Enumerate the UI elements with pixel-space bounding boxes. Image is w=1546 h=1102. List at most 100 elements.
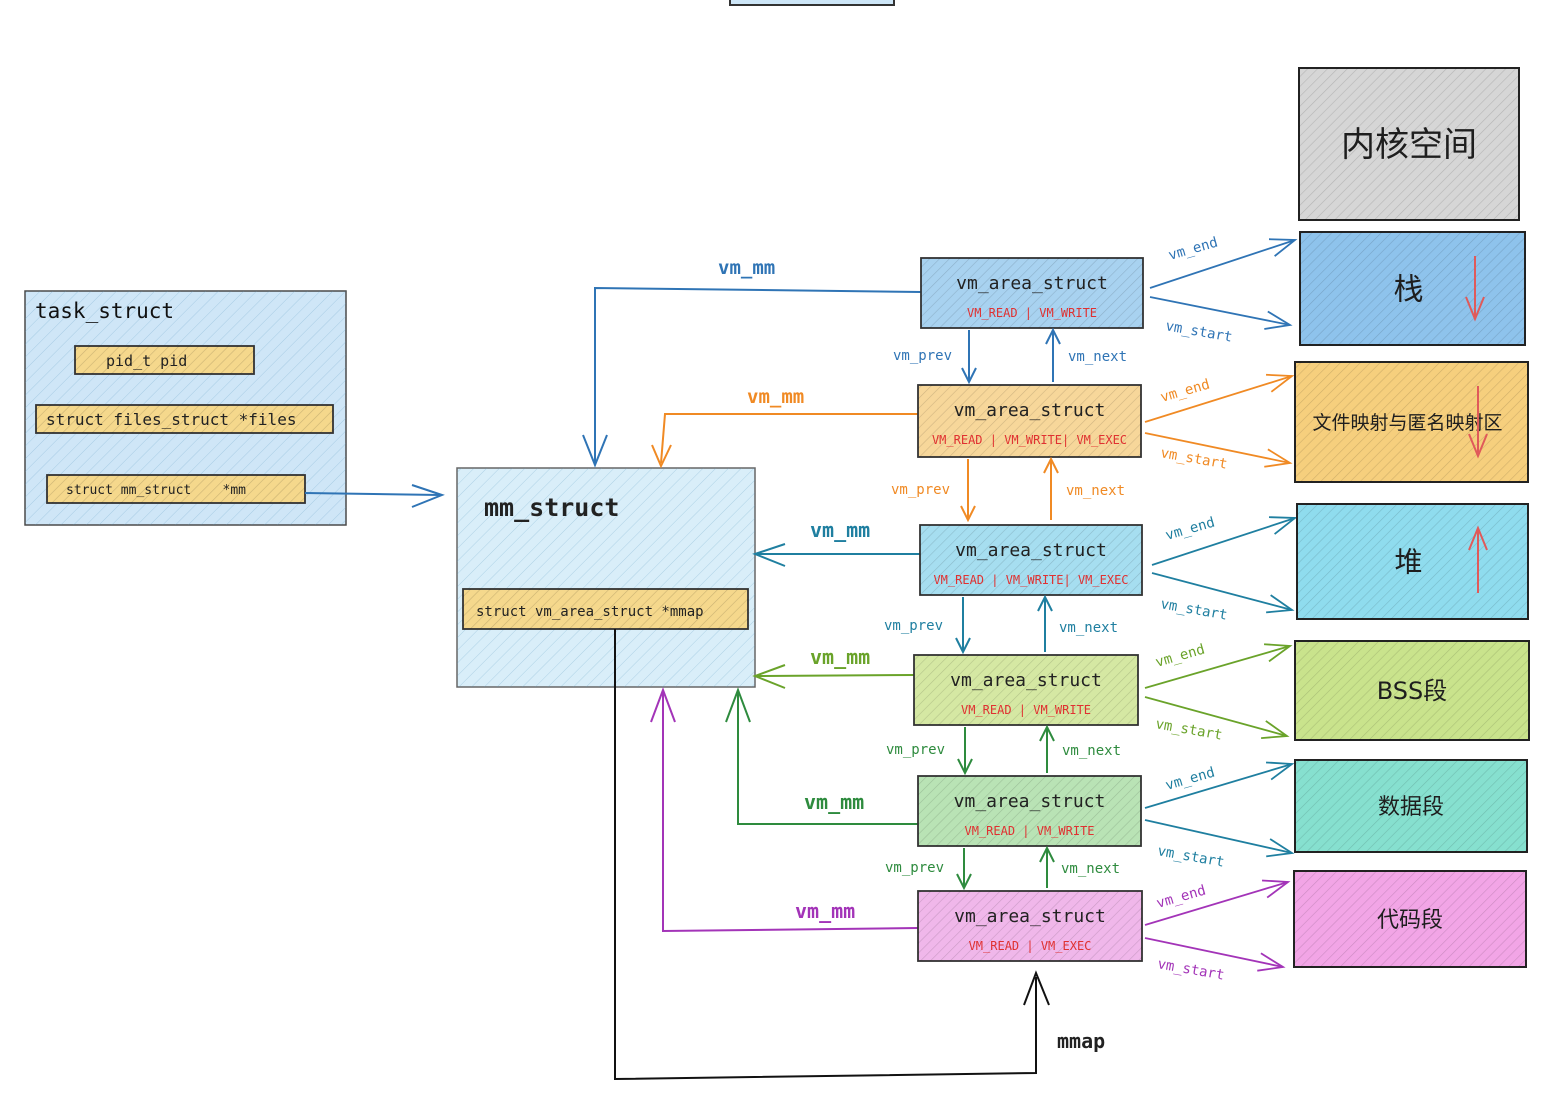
segment-label: 文件映射与匿名映射区 [1312,412,1502,434]
vm-prev-label: vm_prev [885,860,944,876]
vma-flags: VM_READ | VM_WRITE [967,306,1097,320]
task-field-mm: struct mm_struct *mm [66,483,246,498]
segment-label: 数据段 [1378,795,1444,820]
vm-start-arrow-arrowhead [1257,952,1286,972]
mm-struct-title: mm_struct [484,493,619,522]
vm-next-arrowhead [1045,327,1061,345]
vm-start-arrow-line [1144,432,1291,464]
vm-prev-arrowhead [955,637,971,655]
segment-block: 内核空间 [1298,67,1520,221]
segment-block: 堆 [1296,503,1529,620]
vm-mm-arrow: vm_mm [651,386,918,469]
segment-block: 栈 [1299,231,1526,346]
vm-mm-label: vm_mm [810,518,870,542]
vm-mm-line [660,413,918,464]
vm-start-arrow-line [1151,572,1293,611]
vm-start-arrow-line [1149,296,1291,326]
vma-title: vm_area_struct [956,273,1108,294]
vm-start-arrow-arrowhead [1264,448,1293,468]
vm-end-arrow-arrowhead [1263,643,1293,663]
vm-mm-line [756,674,915,677]
vm-mm-arrow: vm_mm [725,687,918,825]
mm-field-mmap: struct vm_area_struct *mmap [476,604,704,620]
vm-mm-arrow: vm_mm [582,257,922,468]
segment-hatch [1295,641,1529,740]
mmap-arrow [614,629,1050,1081]
vm-mm-line [662,692,919,933]
segment-block: 数据段 [1294,759,1528,853]
segment-label: 代码段 [1377,908,1443,933]
vm-mm-arrowhead [650,687,676,723]
vm-end-arrow-line [1149,239,1296,289]
vm-prev-label: vm_prev [893,348,952,364]
vm-end-arrow-line [1144,645,1291,689]
vm-prev-label: vm_prev [891,482,950,498]
vm-next-label: vm_next [1062,743,1121,759]
vm-start-arrow-arrowhead [1264,310,1293,330]
partial-box-top [729,0,895,6]
vm-prev-arrowhead [961,367,977,385]
vm-prev-arrowhead [957,758,973,776]
segment-block: 文件映射与匿名映射区 [1294,361,1529,483]
vma-title: vm_area_struct [955,540,1107,561]
vma-box-hatch [921,258,1143,328]
vma-flags: VM_READ | VM_WRITE [964,824,1094,838]
vm-start-label: vm_start [1164,318,1233,345]
vm-next-label: vm_next [1061,861,1120,877]
vm-end-arrow-arrowhead [1265,373,1295,393]
segment-hatch [1297,504,1528,619]
vma-box-hatch [920,525,1142,595]
vm-prev-label: vm_prev [884,618,943,634]
vm-mm-label: vm_mm [795,899,855,923]
vm-mm-arrowhead [651,444,672,469]
mmap-label: mmap [1057,1029,1105,1053]
vm-start-arrow-arrowhead [1266,838,1295,858]
vm-mm-label: vm_mm [810,645,870,669]
segment-label: 内核空间 [1341,125,1477,165]
vm-mm-line [737,692,918,825]
segment-hatch [1295,362,1528,482]
vm-end-arrow-line [1144,375,1293,423]
vm-end-arrow-line [1144,763,1293,809]
vm-next-arrowhead [1039,845,1055,863]
vm-start-label: vm_start [1159,596,1228,623]
vm-mm-arrowhead [725,687,751,723]
vm-next-arrowhead [1043,456,1059,474]
vm-start-label: vm_start [1159,445,1228,472]
vm-mm-arrowhead [752,543,786,567]
vm-mm-arrow: vm_mm [650,687,919,933]
segment-block: 代码段 [1293,870,1527,968]
vm-mm-arrowhead [752,664,786,689]
task-struct-title: task_struct [35,299,174,323]
segment-label: BSS段 [1377,677,1448,705]
down-arrow-icon [1465,296,1485,322]
vma-box-hatch [914,655,1138,725]
vm-mm-arrowhead [582,434,608,468]
vm-end-arrow-arrowhead [1265,761,1295,781]
vma-box-hatch [918,891,1142,961]
vm-next-label: vm_next [1059,620,1118,636]
vm-start-arrow-line [1144,937,1284,968]
vm-end-arrow-arrowhead [1268,238,1298,257]
vma-box-hatch [918,385,1141,457]
vm-mm-arrow: vm_mm [752,645,915,689]
vma-flags: VM_READ | VM_WRITE| VM_EXEC [932,433,1127,447]
vm-prev-arrowhead [960,505,976,523]
mm-struct-box: mm_struct struct vm_area_struct *mmap [456,467,756,688]
vm-start-label: vm_start [1156,956,1225,983]
vm-mm-arrow: vm_mm [752,518,920,567]
